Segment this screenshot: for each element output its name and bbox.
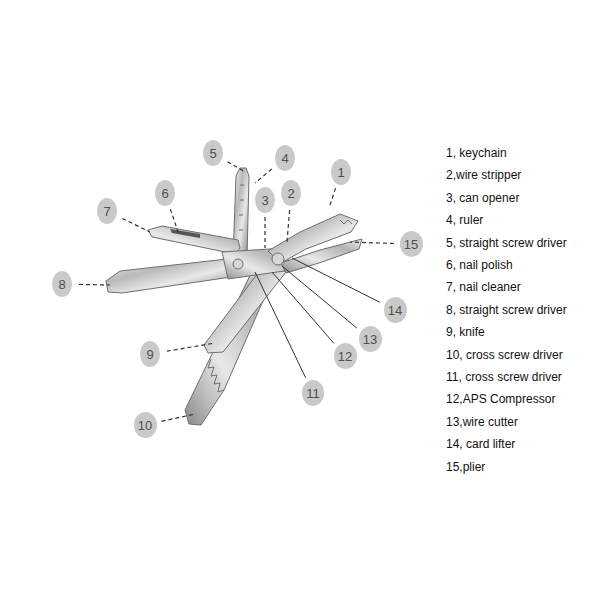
leader-line xyxy=(79,284,110,286)
callout-circle: 2 xyxy=(281,180,301,206)
callout-number: 4 xyxy=(281,152,288,165)
callout-circle: 9 xyxy=(140,341,160,367)
callout-number: 12 xyxy=(338,350,352,363)
leader-line xyxy=(255,272,306,378)
part-name: 9, knife xyxy=(446,325,485,339)
part-name: 15,plier xyxy=(446,460,485,474)
leader-line xyxy=(330,188,336,205)
part-name: 6, nail polish xyxy=(446,258,513,272)
part-name: 2,wire stripper xyxy=(446,168,521,182)
callout-circle: 13 xyxy=(359,326,382,352)
leader-line xyxy=(264,217,265,248)
pivot-rivet xyxy=(233,259,243,269)
part-name: 3, can opener xyxy=(446,191,519,205)
leader-line xyxy=(255,169,272,183)
callout-circle: 10 xyxy=(134,412,157,438)
callout-number: 6 xyxy=(161,187,168,200)
callout-circle: 11 xyxy=(302,380,324,406)
part-name: 11, cross screw driver xyxy=(446,370,562,384)
callout-circle: 3 xyxy=(255,187,275,213)
nail-file xyxy=(148,226,240,254)
callout-number: 5 xyxy=(209,147,216,160)
callout-number: 9 xyxy=(146,348,153,361)
callout-circle: 14 xyxy=(384,297,407,323)
part-name: 12,APS Compressor xyxy=(446,392,555,406)
leader-line xyxy=(170,209,178,232)
part-name: 4, ruler xyxy=(446,213,483,227)
callout-number: 15 xyxy=(404,238,418,251)
callout-number: 3 xyxy=(261,194,268,207)
callout-number: 1 xyxy=(337,166,344,179)
screwdriver-blade xyxy=(106,258,238,293)
leader-line xyxy=(167,343,215,351)
callout-circle: 15 xyxy=(400,231,423,257)
leader-line xyxy=(162,414,195,421)
leader-line xyxy=(122,219,150,233)
file-texture xyxy=(170,229,200,238)
callout-number: 10 xyxy=(138,419,152,432)
leader-line xyxy=(292,258,380,302)
pivot-rivet xyxy=(272,253,284,265)
handle-serration xyxy=(208,359,224,392)
callout-circle: 12 xyxy=(334,343,357,369)
callout-number: 8 xyxy=(58,278,65,291)
leader-line xyxy=(228,162,245,172)
part-name: 10, cross screw driver xyxy=(446,348,563,362)
ruler-mark xyxy=(239,215,243,216)
callout-circle: 8 xyxy=(52,271,72,297)
part-name: 5, straight screw driver xyxy=(446,236,567,250)
leader-line xyxy=(272,272,334,343)
callout-circle: 7 xyxy=(97,198,117,224)
ruler-mark xyxy=(239,230,243,231)
callout-circle: 1 xyxy=(331,159,351,185)
part-name: 13,wire cutter xyxy=(446,415,518,429)
callout-number: 2 xyxy=(287,187,294,200)
tool-parts xyxy=(106,168,362,425)
plier-jaw xyxy=(281,239,362,273)
callout-circle: 6 xyxy=(155,180,175,206)
callout-circle: 5 xyxy=(203,140,223,166)
callout-number: 7 xyxy=(103,205,110,218)
part-name: 8, straight screw driver xyxy=(446,303,567,317)
callout-number: 14 xyxy=(388,304,402,317)
part-name: 7, nail cleaner xyxy=(446,280,521,294)
part-name: 14, card lifter xyxy=(446,437,515,451)
callout-number: 11 xyxy=(306,387,320,400)
leader-lines xyxy=(79,162,394,422)
callout-number: 13 xyxy=(363,333,377,346)
leader-line xyxy=(350,242,394,244)
callout-circle: 4 xyxy=(275,145,295,171)
ruler-mark xyxy=(240,185,244,186)
part-name: 1, keychain xyxy=(446,146,507,160)
ruler-mark xyxy=(240,200,244,201)
leader-line xyxy=(287,210,290,242)
jaw-teeth xyxy=(340,220,352,224)
